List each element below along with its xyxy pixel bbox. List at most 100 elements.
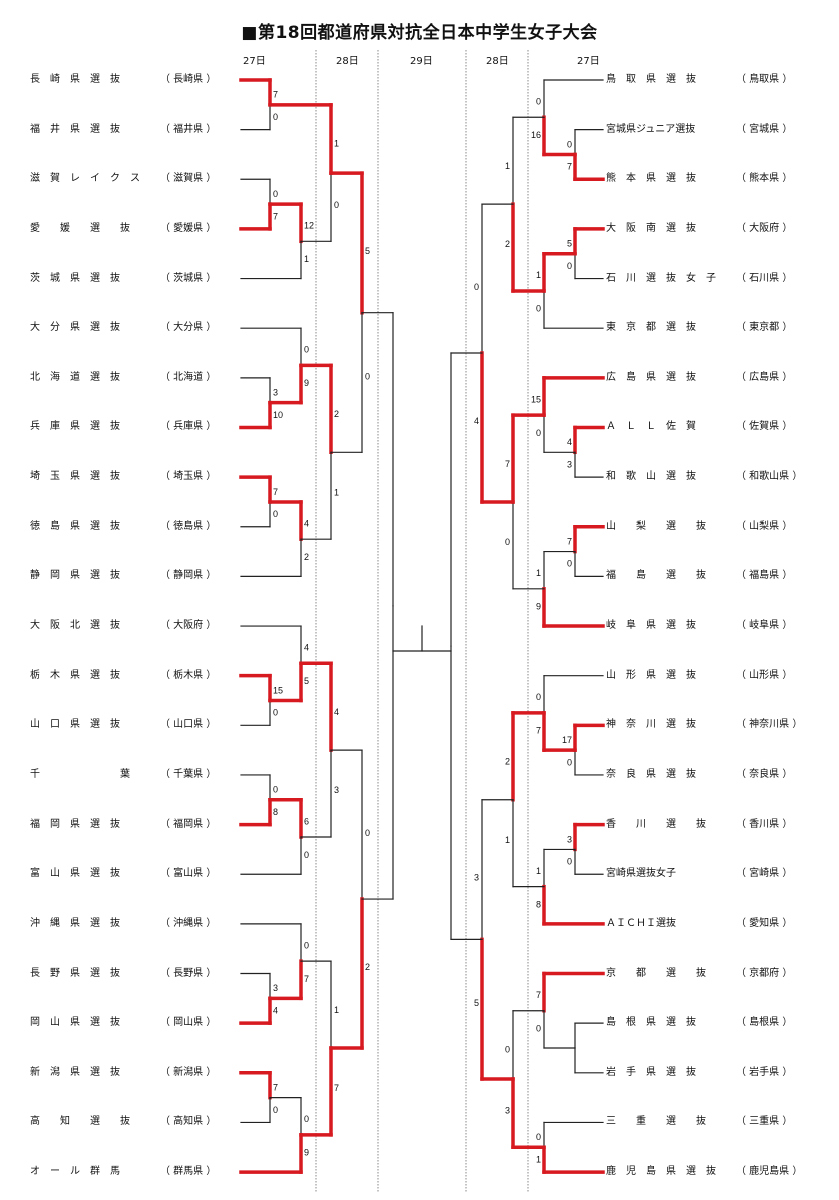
right-score: 1 bbox=[536, 568, 541, 578]
team-prefecture: （ 岡山県 ） bbox=[160, 1017, 217, 1029]
left-team-entry: 兵 庫 県 選 抜（ 兵庫県 ） bbox=[30, 420, 216, 434]
left-score: 15 bbox=[273, 685, 283, 695]
team-prefecture: （ 大分県 ） bbox=[160, 322, 217, 334]
team-prefecture: （ 千葉県 ） bbox=[160, 768, 217, 780]
left-team-entry: 高 知 選 抜（ 高知県 ） bbox=[30, 1115, 216, 1129]
right-score: 4 bbox=[474, 416, 479, 426]
right-score: 4 bbox=[567, 437, 572, 447]
team-name: 奈 良 県 選 抜 bbox=[606, 768, 696, 780]
team-name: 千 葉 bbox=[30, 768, 130, 780]
team-name: 宮城県ジュニア選抜 bbox=[606, 123, 696, 135]
right-team-entry: 広 島 県 選 抜（ 広島県 ） bbox=[606, 371, 792, 385]
left-score: 5 bbox=[365, 246, 370, 256]
team-prefecture: （ 山形県 ） bbox=[736, 669, 793, 681]
team-name: 福 井 県 選 抜 bbox=[30, 123, 120, 135]
right-team-entry: 香 川 選 抜（ 香川県 ） bbox=[606, 818, 792, 832]
right-team-entry: 大 阪 南 選 抜 （ 大阪府 ） bbox=[606, 222, 792, 236]
right-score: 16 bbox=[531, 130, 541, 140]
team-prefecture: （ 三重県 ） bbox=[736, 1116, 793, 1128]
team-name: 岐 阜 県 選 抜 bbox=[606, 620, 696, 632]
team-prefecture: （ 鹿児島県 ） bbox=[736, 1166, 803, 1178]
team-name: 新 潟 県 選 抜 bbox=[30, 1066, 120, 1078]
right-score: 7 bbox=[505, 459, 510, 469]
right-team-entry: 神 奈 川 選 抜 （ 神奈川県 ） bbox=[606, 718, 802, 732]
right-score: 0 bbox=[567, 757, 572, 767]
team-prefecture: （ 佐賀県 ） bbox=[736, 421, 793, 433]
right-score: 0 bbox=[474, 282, 479, 292]
team-name: 石 川 選 抜 女 子 bbox=[606, 272, 716, 284]
team-prefecture: （ 徳島県 ） bbox=[160, 520, 217, 532]
left-score: 1 bbox=[334, 1005, 339, 1015]
left-team-entry: 長 崎 県 選 抜（ 長崎県 ） bbox=[30, 73, 216, 87]
day-header-left-r2: 28日 bbox=[336, 56, 359, 67]
left-score: 12 bbox=[304, 221, 314, 231]
team-name: 富 山 県 選 抜 bbox=[30, 868, 120, 880]
page-title: ■第18回都道府県対抗全日本中学生女子大会 bbox=[241, 23, 598, 43]
left-team-entry: 静 岡 県 選 抜（ 静岡県 ） bbox=[30, 569, 216, 583]
left-score: 0 bbox=[273, 708, 278, 718]
right-team-entry: 宮城県ジュニア選抜 （ 宮城県 ） bbox=[606, 123, 792, 137]
team-name: 岩 手 県 選 抜 bbox=[606, 1066, 696, 1078]
team-name: 山 形 県 選 抜 bbox=[606, 669, 696, 681]
right-score: 1 bbox=[536, 270, 541, 280]
team-prefecture: （ 広島県 ） bbox=[736, 371, 793, 383]
team-prefecture: （ 神奈川県 ） bbox=[736, 719, 803, 731]
left-score: 4 bbox=[334, 707, 339, 717]
left-score: 0 bbox=[365, 372, 370, 382]
left-team-entry: 富 山 県 選 抜 （ 富山県 ） bbox=[30, 867, 216, 881]
right-score: 2 bbox=[505, 239, 510, 249]
left-score: 7 bbox=[273, 90, 278, 100]
team-prefecture: （ 福島県 ） bbox=[736, 570, 793, 582]
left-score: 3 bbox=[273, 387, 278, 397]
left-score: 2 bbox=[334, 409, 339, 419]
team-prefecture: （ 宮城県 ） bbox=[736, 123, 793, 135]
left-score: 9 bbox=[304, 1148, 309, 1158]
team-prefecture: （ 山梨県 ） bbox=[736, 520, 793, 532]
team-name: 神 奈 川 選 抜 bbox=[606, 719, 696, 731]
right-score: 7 bbox=[536, 726, 541, 736]
team-prefecture: （ 石川県 ） bbox=[736, 272, 793, 284]
left-team-entry: 福 井 県 選 抜（ 福井県 ） bbox=[30, 123, 216, 137]
right-team-entry: 岩 手 県 選 抜 （ 岩手県 ） bbox=[606, 1066, 792, 1080]
team-prefecture: （ 茨城県 ） bbox=[160, 272, 217, 284]
team-prefecture: （ 富山県 ） bbox=[160, 868, 217, 880]
team-prefecture: （ 和歌山県 ） bbox=[736, 471, 803, 483]
left-team-entry: 栃 木 県 選 抜（ 栃木県 ） bbox=[30, 669, 216, 683]
right-team-entry: Ａ Ｌ Ｌ 佐 賀 （ 佐賀県 ） bbox=[606, 420, 792, 434]
team-prefecture: （ 島根県 ） bbox=[736, 1017, 793, 1029]
team-prefecture: （ 京都府 ） bbox=[736, 967, 793, 979]
right-team-entry: 宮崎県選抜女子（ 宮崎県 ） bbox=[606, 867, 792, 881]
team-name: 福 岡 県 選 抜 bbox=[30, 818, 120, 830]
left-score: 4 bbox=[304, 643, 309, 653]
team-prefecture: （ 東京都 ） bbox=[736, 322, 793, 334]
left-score: 3 bbox=[273, 983, 278, 993]
team-prefecture: （ 大阪府 ） bbox=[736, 222, 793, 234]
right-score: 0 bbox=[567, 559, 572, 569]
team-name: オ ー ル 群 馬 bbox=[30, 1166, 120, 1178]
left-score: 8 bbox=[273, 807, 278, 817]
left-team-entry: 千 葉 （ 千葉県 ） bbox=[30, 768, 216, 782]
right-score: 3 bbox=[567, 834, 572, 844]
left-team-entry: 山 口 県 選 抜（ 山口県 ） bbox=[30, 718, 216, 732]
right-score: 3 bbox=[474, 873, 479, 883]
team-name: Ａ Ｌ Ｌ 佐 賀 bbox=[606, 421, 696, 433]
right-score: 0 bbox=[505, 1044, 510, 1054]
left-score: 7 bbox=[273, 487, 278, 497]
left-score: 2 bbox=[365, 962, 370, 972]
team-name: 京 都 選 抜 bbox=[606, 967, 706, 979]
team-prefecture: （ 岩手県 ） bbox=[736, 1066, 793, 1078]
team-name: 岡 山 県 選 抜 bbox=[30, 1017, 120, 1029]
team-prefecture: （ 長崎県 ） bbox=[160, 74, 217, 85]
left-team-entry: 徳 島 県 選 抜（ 徳島県 ） bbox=[30, 520, 216, 534]
right-score: 0 bbox=[536, 1024, 541, 1034]
left-score: 6 bbox=[304, 816, 309, 826]
right-score: 15 bbox=[531, 394, 541, 404]
team-prefecture: （ 愛媛県 ） bbox=[160, 222, 217, 234]
right-team-entry: 岐 阜 県 選 抜（ 岐阜県 ） bbox=[606, 619, 792, 633]
team-name: 大 阪 南 選 抜 bbox=[606, 222, 696, 234]
right-score: 0 bbox=[536, 96, 541, 106]
left-team-entry: 愛 媛 選 抜（ 愛媛県 ） bbox=[30, 222, 216, 236]
right-team-entry: 奈 良 県 選 抜（ 奈良県 ） bbox=[606, 768, 792, 782]
right-team-entry: 京 都 選 抜 （ 京都府 ） bbox=[606, 967, 792, 981]
right-team-entry: 鹿 児 島 県 選 抜（ 鹿児島県 ） bbox=[606, 1165, 802, 1179]
